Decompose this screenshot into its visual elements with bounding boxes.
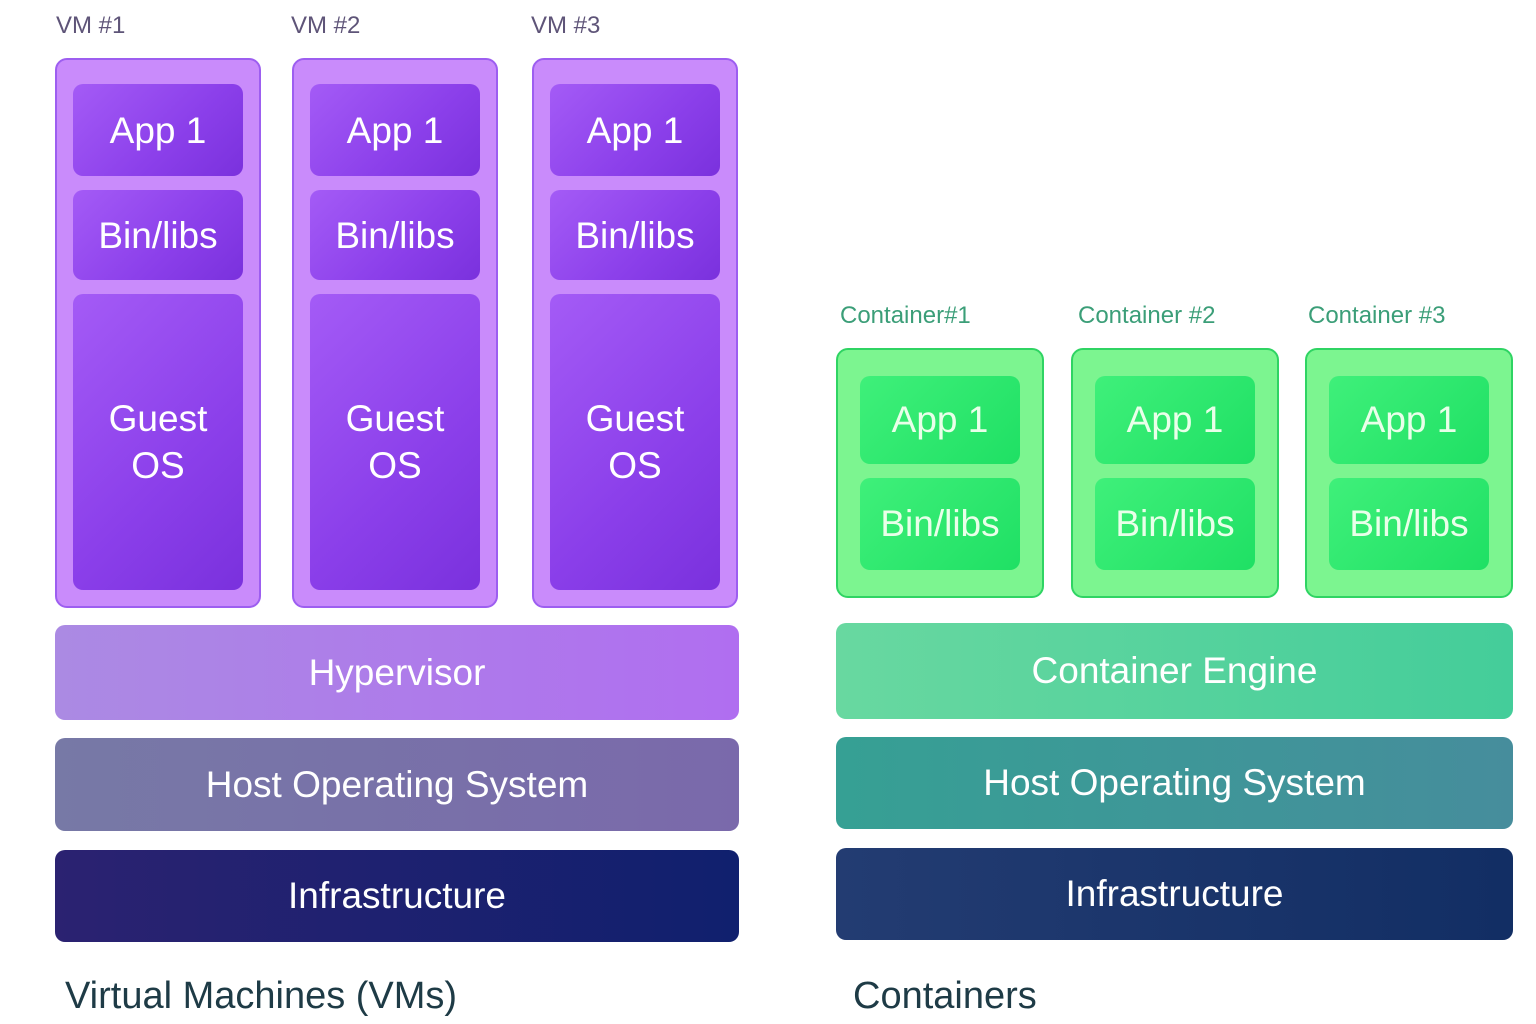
guest-os-line2: OS: [368, 445, 422, 486]
container-engine-layer: Container Engine: [836, 623, 1513, 719]
vm-2-label: VM #2: [291, 12, 361, 39]
container-1-app: App 1: [860, 376, 1020, 464]
guest-os-line2: OS: [608, 445, 662, 486]
container-2-box: App 1 Bin/libs: [1071, 348, 1279, 598]
hypervisor-layer: Hypervisor: [55, 625, 739, 720]
container-1-box: App 1 Bin/libs: [836, 348, 1044, 598]
vm-host-os-layer: Host Operating System: [55, 738, 739, 831]
container-3-binlibs: Bin/libs: [1329, 478, 1489, 570]
vm-1-label: VM #1: [56, 12, 126, 39]
vm-3-binlibs: Bin/libs: [550, 190, 720, 280]
vm-3-app: App 1: [550, 84, 720, 176]
vm-1-binlibs: Bin/libs: [73, 190, 243, 280]
guest-os-line1: Guest: [345, 398, 445, 439]
guest-os-line1: Guest: [108, 398, 208, 439]
guest-os-line1: Guest: [585, 398, 685, 439]
vm-section-caption: Virtual Machines (VMs): [65, 975, 458, 1017]
containers-section-caption: Containers: [853, 975, 1037, 1017]
container-2-label: Container #2: [1078, 302, 1216, 329]
vm-3-label: VM #3: [531, 12, 601, 39]
vm-2-binlibs: Bin/libs: [310, 190, 480, 280]
container-host-os-layer: Host Operating System: [836, 737, 1513, 829]
vm-infrastructure-layer: Infrastructure: [55, 850, 739, 942]
container-2-app: App 1: [1095, 376, 1255, 464]
container-2-binlibs: Bin/libs: [1095, 478, 1255, 570]
vm-2-app: App 1: [310, 84, 480, 176]
container-3-box: App 1 Bin/libs: [1305, 348, 1513, 598]
container-infrastructure-layer: Infrastructure: [836, 848, 1513, 940]
container-1-label: Container#1: [840, 302, 971, 329]
vm-1-app: App 1: [73, 84, 243, 176]
container-1-binlibs: Bin/libs: [860, 478, 1020, 570]
container-3-app: App 1: [1329, 376, 1489, 464]
guest-os-line2: OS: [131, 445, 185, 486]
container-3-label: Container #3: [1308, 302, 1446, 329]
